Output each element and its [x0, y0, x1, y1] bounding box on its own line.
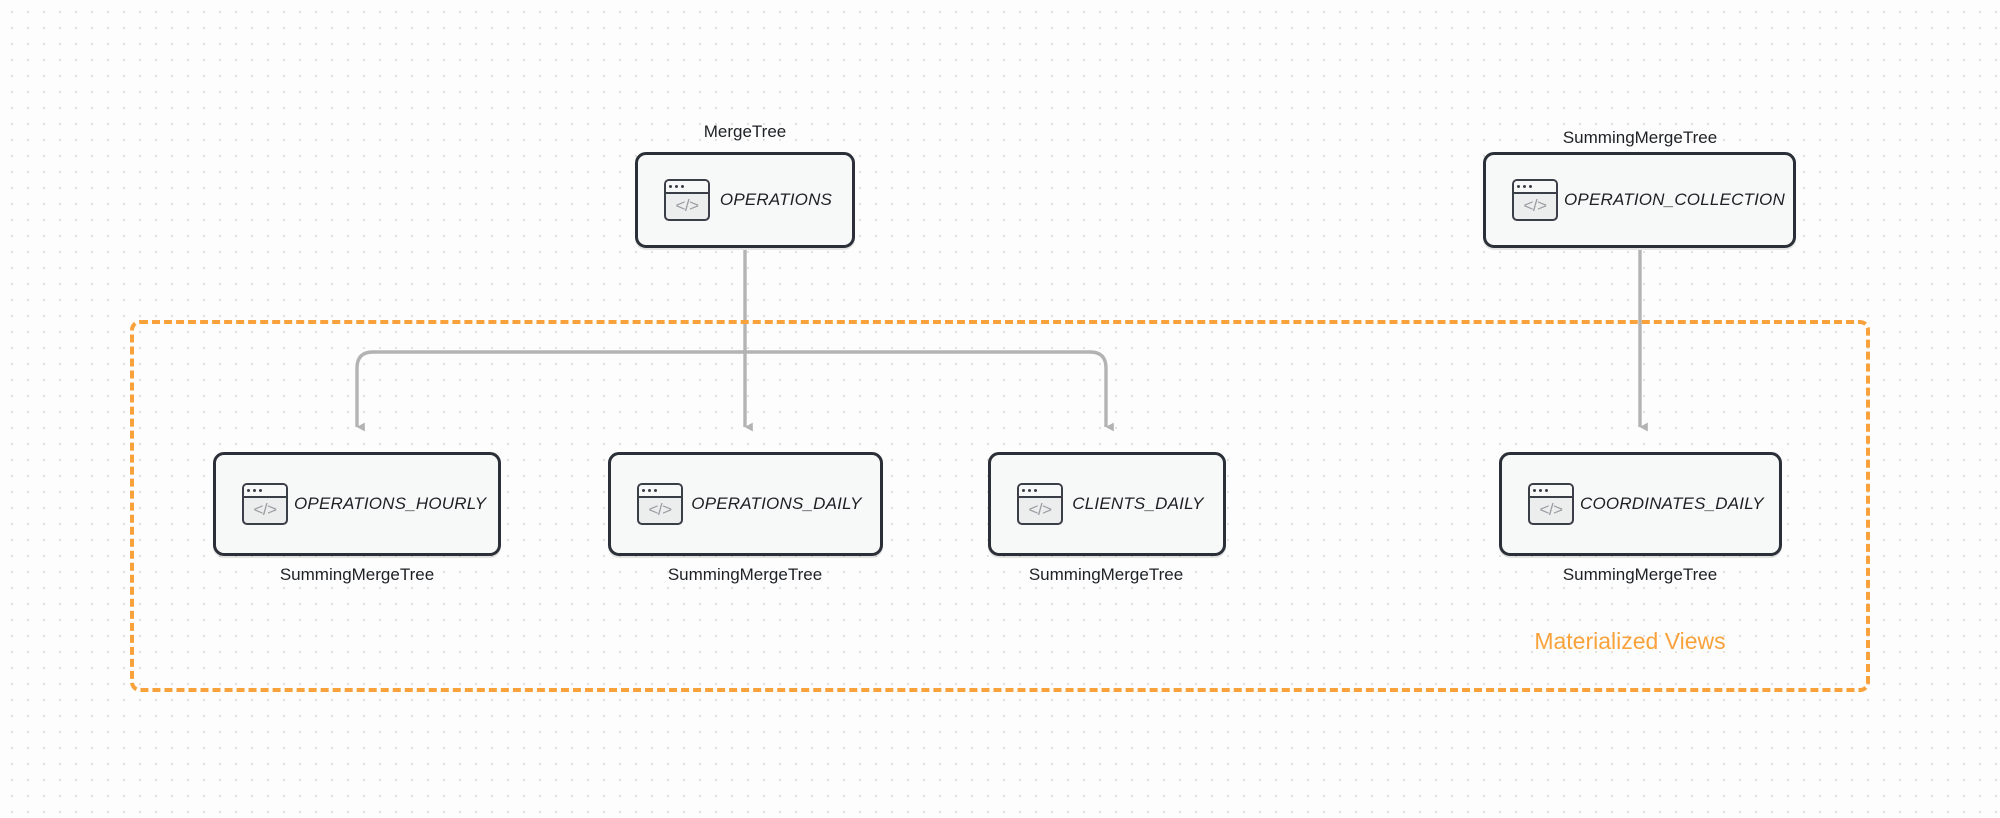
icon-titlebar — [1514, 181, 1556, 194]
icon-dot — [1022, 488, 1026, 493]
icon-titlebar — [1019, 485, 1061, 498]
engine-caption-operation-collection: SummingMergeTree — [1562, 128, 1718, 147]
node-label: CLIENTS_DAILY — [1072, 494, 1204, 513]
node-label: OPERATIONS_HOURLY — [294, 494, 487, 513]
icon-dot — [1033, 488, 1037, 493]
icon-code-glyph: </> — [648, 499, 672, 519]
icon-titlebar — [639, 485, 681, 498]
code-window-icon: </> — [664, 179, 710, 221]
code-window-icon: </> — [242, 483, 288, 525]
icon-dot — [258, 488, 262, 493]
icon-code-glyph: </> — [1523, 195, 1547, 215]
icon-dot — [1538, 488, 1542, 493]
icon-titlebar — [1530, 485, 1572, 498]
icon-dot — [680, 184, 684, 189]
materialized-views-group-label: Materialized Views — [1534, 628, 1726, 654]
engine-caption-coordinates-daily: SummingMergeTree — [1562, 565, 1718, 584]
node-label: OPERATIONS_DAILY — [691, 494, 862, 513]
icon-titlebar — [244, 485, 286, 498]
icon-code-glyph: </> — [675, 195, 699, 215]
code-window-icon: </> — [1528, 483, 1574, 525]
node-operations[interactable]: </> OPERATIONS — [635, 152, 855, 248]
node-label: OPERATION_COLLECTION — [1564, 190, 1785, 209]
code-window-icon: </> — [1017, 483, 1063, 525]
icon-titlebar — [666, 181, 708, 194]
icon-dot — [1528, 184, 1532, 189]
icon-code-glyph: </> — [1028, 499, 1052, 519]
materialized-views-group — [130, 320, 1870, 692]
node-label: COORDINATES_DAILY — [1580, 494, 1764, 513]
icon-dot — [1027, 488, 1031, 493]
engine-caption-clients-daily: SummingMergeTree — [1028, 565, 1184, 584]
icon-dot — [1544, 488, 1548, 493]
icon-code-glyph: </> — [253, 499, 277, 519]
icon-dot — [674, 184, 678, 189]
icon-dot — [653, 488, 657, 493]
icon-dot — [647, 488, 651, 493]
node-clients-daily[interactable]: </> CLIENTS_DAILY — [988, 452, 1226, 556]
code-window-icon: </> — [637, 483, 683, 525]
node-operations-hourly[interactable]: </> OPERATIONS_HOURLY — [213, 452, 501, 556]
engine-caption-operations-daily: SummingMergeTree — [667, 565, 823, 584]
icon-dot — [247, 488, 251, 493]
node-coordinates-daily[interactable]: </> COORDINATES_DAILY — [1499, 452, 1782, 556]
icon-dot — [1533, 488, 1537, 493]
code-window-icon: </> — [1512, 179, 1558, 221]
engine-caption-operations: MergeTree — [703, 122, 787, 141]
icon-dot — [1522, 184, 1526, 189]
icon-dot — [669, 184, 673, 189]
icon-code-glyph: </> — [1539, 499, 1563, 519]
icon-dot — [642, 488, 646, 493]
icon-dot — [1517, 184, 1521, 189]
node-label: OPERATIONS — [719, 190, 833, 209]
icon-dot — [252, 488, 256, 493]
node-operation-collection[interactable]: </> OPERATION_COLLECTION — [1483, 152, 1796, 248]
node-operations-daily[interactable]: </> OPERATIONS_DAILY — [608, 452, 883, 556]
engine-caption-operations-hourly: SummingMergeTree — [279, 565, 435, 584]
